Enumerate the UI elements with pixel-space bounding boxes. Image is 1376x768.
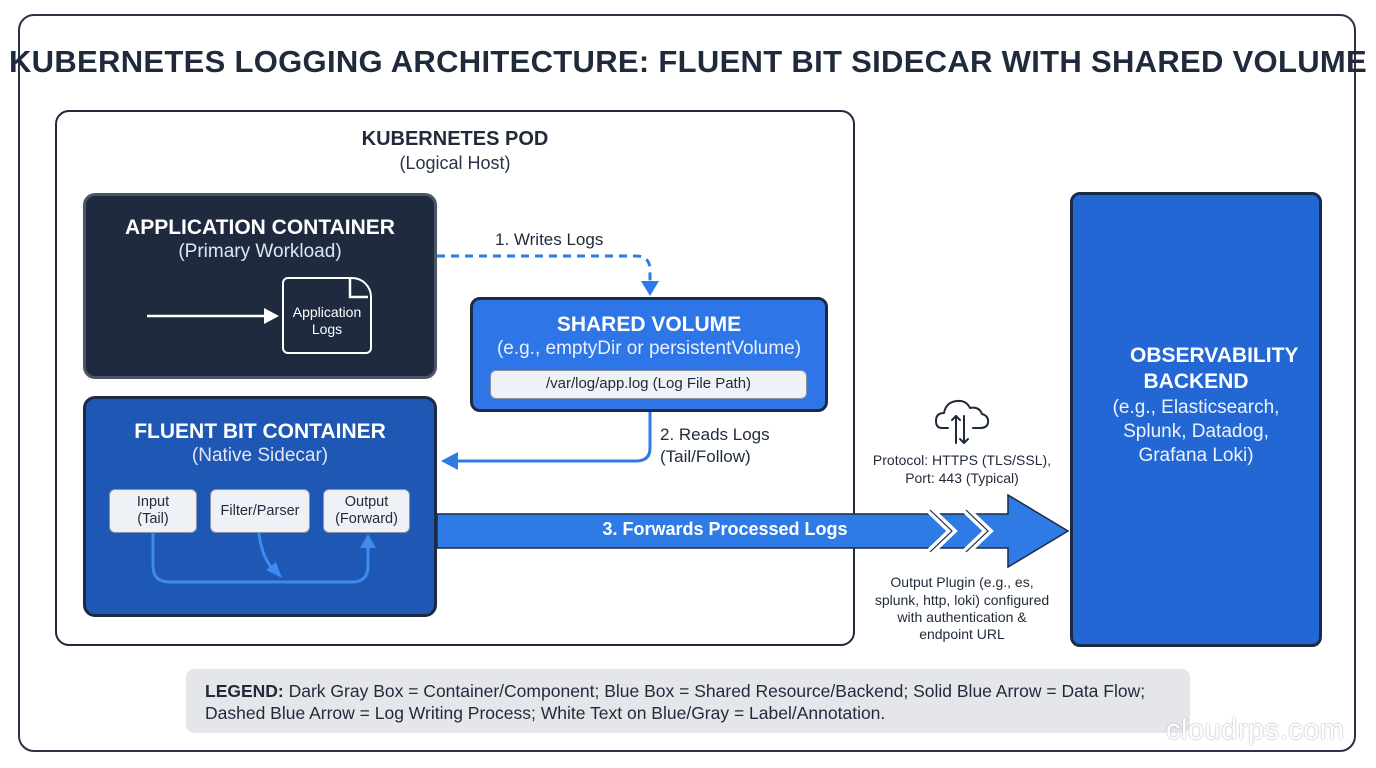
legend-box <box>186 669 1190 733</box>
filter-parser-stage: Filter/Parser <box>210 489 310 533</box>
fluent-bit-title: FLUENT BIT CONTAINER <box>134 420 386 443</box>
filter-parser-label: Filter/Parser <box>220 502 300 519</box>
fluent-bit-subtitle: (Native Sidecar) <box>191 445 329 466</box>
filter-flow-arrowhead <box>266 562 282 578</box>
watermark: cloudrps.com <box>1166 714 1345 746</box>
writes-logs-arrow <box>437 254 652 284</box>
forwards-logs-arrow <box>436 493 1070 569</box>
output-plugin-line-2: splunk, http, loki) configured <box>874 592 1050 608</box>
chevron-outline <box>965 509 989 553</box>
writes-logs-label: 1. Writes Logs <box>495 230 604 249</box>
output-stage: Output (Forward) <box>323 489 410 533</box>
app-container-subtitle: (Primary Workload) <box>178 241 342 262</box>
output-plugin-line-1: Output Plugin (e.g., es, <box>890 574 1034 590</box>
legend-text: LEGEND: Dark Gray Box = Container/Compon… <box>205 680 1195 724</box>
reads-logs-arrow <box>456 412 652 463</box>
protocol-line-1: Protocol: HTTPS (TLS/SSL), <box>872 452 1052 468</box>
writes-logs-arrowhead <box>641 281 659 296</box>
application-logs-label: Application Logs <box>292 304 362 337</box>
pipeline-flow-line <box>151 533 370 584</box>
page-title: KUBERNETES LOGGING ARCHITECTURE: FLUENT … <box>8 44 1367 79</box>
input-stage: Input (Tail) <box>109 489 197 533</box>
legend-line-1: Dark Gray Box = Container/Component; Blu… <box>283 681 1146 701</box>
shared-volume-subtitle: (e.g., emptyDir or persistentVolume) <box>496 338 802 359</box>
protocol-line-2: Port: 443 (Typical) <box>905 470 1019 486</box>
legend-line-2: Dashed Blue Arrow = Log Writing Process;… <box>205 703 886 723</box>
output-plugin-line-3: with authentication & <box>897 609 1027 625</box>
backend-title: OBSERVABILITY BACKEND <box>1130 344 1299 393</box>
document-icon <box>282 277 372 354</box>
legend-label: LEGEND: <box>205 681 284 701</box>
shared-volume-title: SHARED VOLUME <box>556 313 742 336</box>
tail-follow-label: (Tail/Follow) <box>660 447 751 466</box>
file-fold <box>348 279 368 299</box>
application-container-box: APPLICATION CONTAINER (Primary Workload) <box>83 193 437 379</box>
pod-title: KUBERNETES POD <box>361 128 549 150</box>
input-stage-label: Input (Tail) <box>136 494 170 527</box>
app-to-file-arrowhead <box>264 308 279 324</box>
log-file-path: /var/log/app.log (Log File Path) <box>490 370 807 399</box>
chevron-outline <box>929 509 953 553</box>
cloud-upload-download-icon <box>935 399 990 444</box>
pod-subtitle: (Logical Host) <box>399 153 511 173</box>
reads-logs-arrowhead <box>441 452 458 470</box>
reads-logs-label: 2. Reads Logs <box>660 425 770 444</box>
backend-subtitle: (e.g., Elasticsearch, Splunk, Datadog, G… <box>1112 397 1280 466</box>
forwards-logs-label: 3. Forwards Processed Logs <box>602 519 848 539</box>
app-container-title: APPLICATION CONTAINER <box>125 216 395 239</box>
output-stage-label: Output (Forward) <box>335 494 398 527</box>
pipeline-flow-arrowhead <box>360 534 376 548</box>
observability-backend-box <box>1070 192 1322 647</box>
output-plugin-line-4: endpoint URL <box>919 626 1005 642</box>
